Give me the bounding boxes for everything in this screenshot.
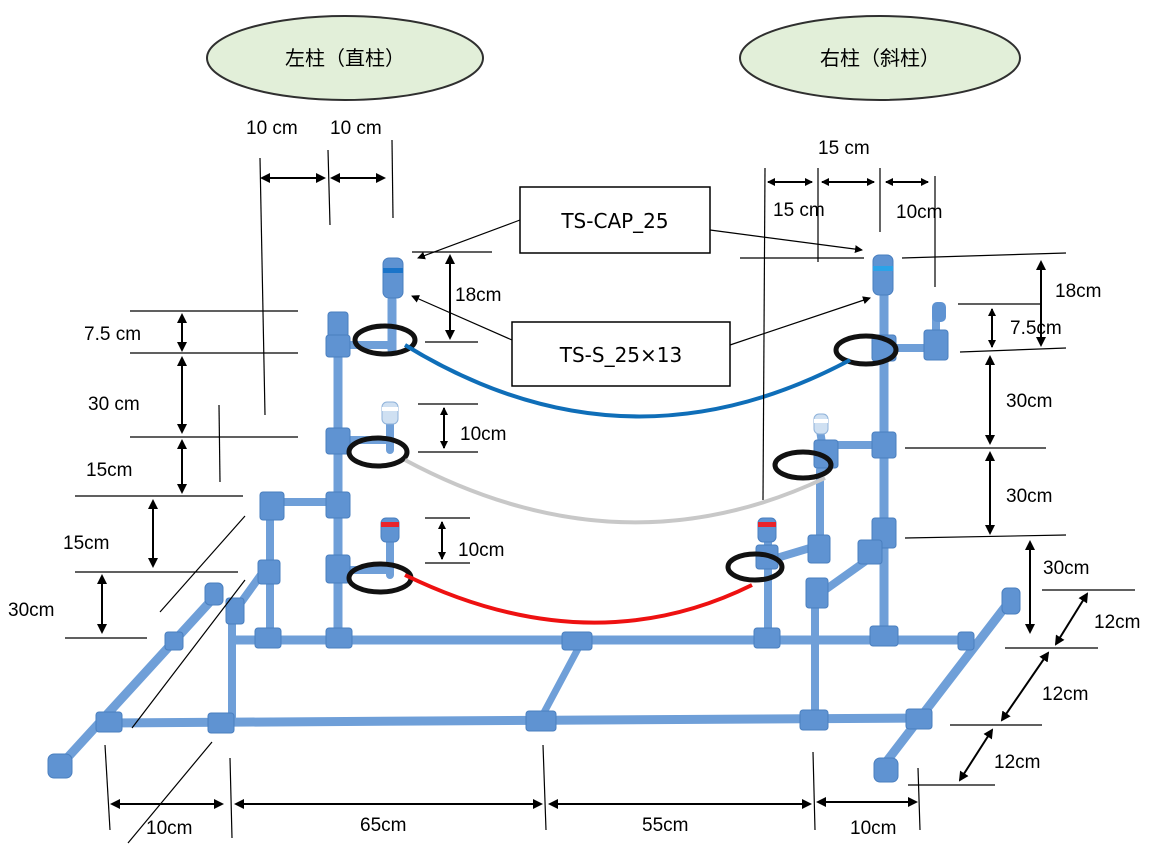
pipe-joints: [47, 311, 1021, 783]
dim-right-18: 18cm: [1055, 281, 1101, 302]
dim-top-left-a: 10 cm: [246, 118, 298, 139]
dim-left-7-5: 7.5 cm: [84, 324, 141, 345]
dim-right-7-5: 7.5cm: [1010, 318, 1062, 339]
dimension-labels: 10 cm 10 cm 15 cm 15 cm 10cm 18cm 7.5 cm…: [8, 118, 1140, 839]
dim-right-12b: 12cm: [1042, 684, 1088, 705]
title-right-bubble: 右柱（斜柱）: [739, 15, 1021, 101]
hose-red: [404, 573, 753, 625]
dim-right-12c: 12cm: [994, 752, 1040, 773]
dimension-lines: [65, 139, 1135, 844]
dim-bottom-10b: 10cm: [850, 818, 896, 839]
dim-left-15a: 15cm: [86, 460, 132, 481]
dim-right-30b: 30cm: [1006, 486, 1052, 507]
dim-left-10a: 10cm: [460, 424, 506, 445]
title-right: 右柱（斜柱）: [820, 46, 940, 70]
dim-left-30: 30 cm: [88, 394, 140, 415]
dim-bottom-55: 55cm: [642, 815, 688, 836]
hose-rings: [346, 323, 899, 595]
socket-callout-label: TS-S_25×13: [559, 343, 682, 367]
dim-top-left-b: 10 cm: [330, 118, 382, 139]
hose-blue: [403, 343, 851, 419]
nozzles: [380, 254, 946, 543]
hoses: [403, 343, 851, 625]
dim-right-12a: 12cm: [1094, 612, 1140, 633]
dim-left-15b: 15cm: [63, 533, 109, 554]
title-left: 左柱（直柱）: [285, 46, 405, 70]
hose-gray: [404, 458, 826, 525]
dim-left-18: 18cm: [455, 285, 501, 306]
dim-bottom-10a: 10cm: [146, 818, 192, 839]
dim-top-right-a: 15 cm: [818, 138, 870, 159]
dim-top-right-c: 10cm: [896, 202, 942, 223]
dim-right-30c: 30cm: [1043, 558, 1089, 579]
cap-callout-label: TS-CAP_25: [560, 209, 668, 233]
cap-callout: TS-CAP_25: [519, 186, 711, 254]
dim-top-right-b: 15 cm: [773, 200, 825, 221]
dim-left-10b: 10cm: [458, 540, 504, 561]
dim-right-30a: 30cm: [1006, 391, 1052, 412]
dim-left-30b: 30cm: [8, 600, 54, 621]
socket-callout: TS-S_25×13: [511, 321, 731, 387]
dim-bottom-65: 65cm: [360, 815, 406, 836]
title-left-bubble: 左柱（直柱）: [206, 15, 484, 101]
